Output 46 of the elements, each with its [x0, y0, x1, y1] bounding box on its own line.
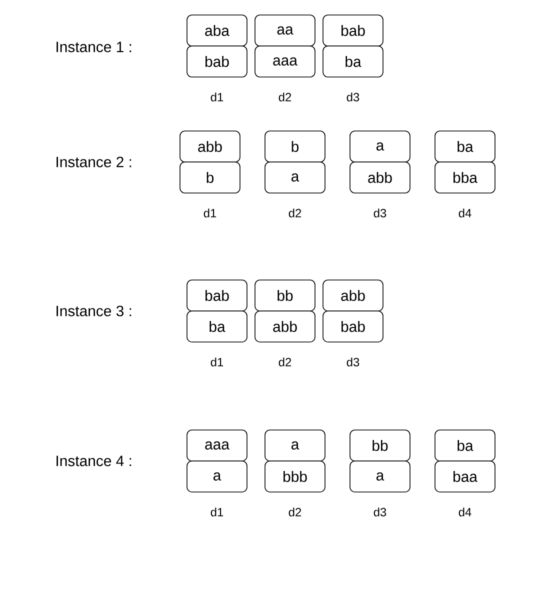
domino-label: d3 [346, 92, 360, 102]
domino: abb bab [322, 280, 384, 342]
domino-label: d2 [278, 358, 292, 366]
instance-label: Instance 2 : [56, 156, 132, 168]
domino: ba bba [434, 130, 496, 194]
domino-label: d1 [210, 92, 224, 102]
node-label: aba [205, 25, 230, 36]
domino-label: d1 [210, 508, 224, 516]
domino: bab ba [186, 280, 248, 342]
domino-label: d1 [204, 208, 216, 218]
instance-label: Instance 1 : [56, 42, 132, 52]
node-label: aa [277, 26, 294, 35]
domino-label: d3 [374, 208, 386, 218]
node-label: bab [342, 25, 365, 36]
node-label: bbb [284, 471, 307, 482]
domino: aa aaa [254, 14, 316, 78]
domino: b a [264, 130, 326, 194]
domino: a bbb [264, 430, 326, 492]
domino: a abb [350, 130, 410, 194]
node-label: a [376, 472, 384, 481]
domino: aaa a [186, 430, 248, 492]
domino-label: d2 [278, 92, 292, 102]
instance-label: Instance 4 : [56, 456, 132, 466]
domino-label: d4 [458, 508, 472, 516]
domino-label: d3 [374, 508, 386, 516]
domino: bb a [350, 430, 410, 492]
domino-label: d4 [458, 208, 472, 218]
domino: bab ba [322, 14, 384, 78]
domino: aba bab [186, 14, 248, 78]
node-label: abb [273, 321, 297, 332]
domino-label: d2 [288, 208, 302, 218]
node-label: b [206, 172, 214, 183]
domino: ba baa [434, 430, 496, 492]
node-label: a [291, 173, 300, 182]
domino: bb abb [254, 280, 316, 342]
node-label: a [213, 472, 222, 481]
node-label: baa [454, 471, 478, 482]
instance-label: Instance 3 : [56, 306, 132, 316]
node-label: bab [342, 321, 365, 332]
domino-label: d3 [346, 358, 360, 366]
domino: abb b [180, 130, 240, 194]
domino-label: d1 [210, 358, 224, 366]
domino-label: d2 [288, 508, 302, 516]
node-label: abb [368, 172, 392, 183]
node-label: ba [210, 321, 226, 332]
node-label: bba [454, 172, 478, 183]
